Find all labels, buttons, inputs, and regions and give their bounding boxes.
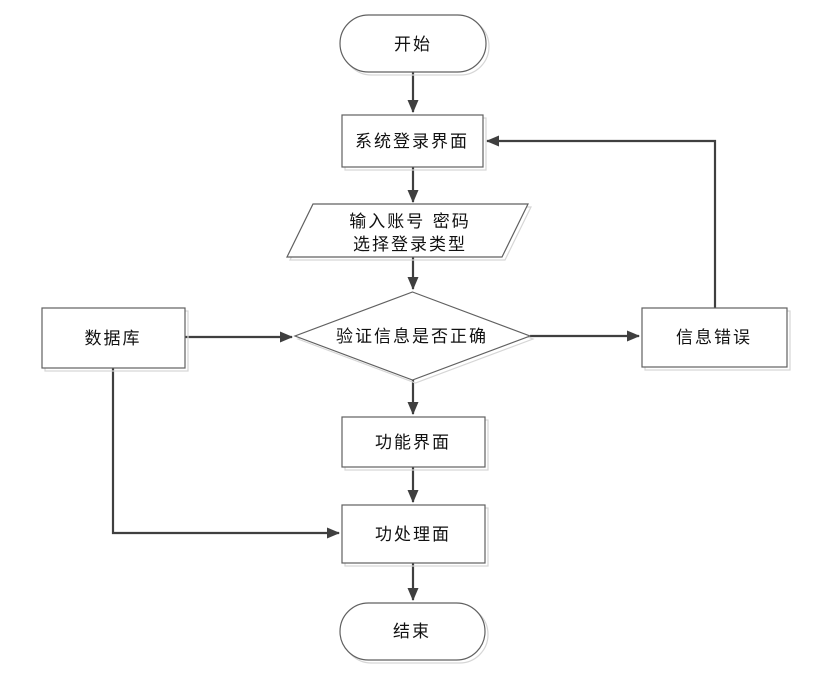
node-input: 输入账号 密码 选择登录类型 [286,203,532,261]
node-input-label-line1: 输入账号 密码 [349,212,470,232]
node-verify-label: 验证信息是否正确 [336,327,488,347]
node-verify: 验证信息是否正确 [293,291,535,384]
node-end-shape [339,602,486,661]
node-error-shape [641,307,788,368]
node-end-label: 结束 [393,622,431,642]
node-database-shape [41,307,186,369]
node-process: 功处理面 [341,504,489,567]
node-login-shape [341,114,484,168]
node-end: 结束 [339,602,489,664]
node-error-label: 信息错误 [676,328,752,348]
node-function: 功能界面 [341,416,489,471]
node-error: 信息错误 [641,307,791,371]
node-verify-shape [293,291,532,381]
node-process-label: 功处理面 [375,525,451,545]
node-function-label: 功能界面 [375,433,451,453]
edge-database-to-process [111,368,340,539]
node-database-label: 数据库 [85,329,142,349]
node-login: 系统登录界面 [341,114,487,171]
node-database: 数据库 [41,307,189,372]
node-login-label: 系统登录界面 [355,132,469,152]
edge-error-to-login [486,135,717,308]
node-process-shape [341,504,486,564]
edges-layer [111,72,717,601]
node-function-shape [341,416,486,468]
node-input-shape [286,203,529,258]
node-start-label: 开始 [394,35,432,55]
node-start: 开始 [339,14,490,76]
node-start-shape [339,14,487,73]
node-input-label-line2: 选择登录类型 [353,235,467,255]
